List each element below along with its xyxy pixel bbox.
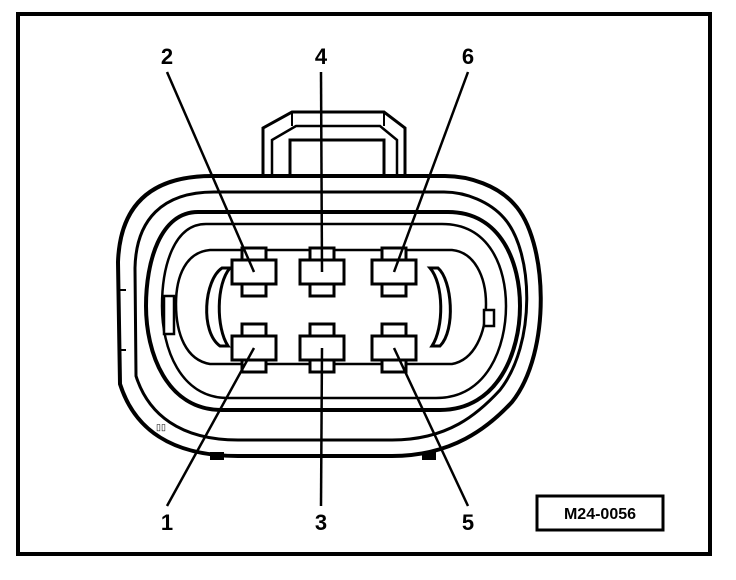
figure-code-box: M24-0056 bbox=[535, 494, 665, 532]
pin-label-1: 1 bbox=[161, 510, 173, 535]
figure-code: M24-0056 bbox=[564, 506, 636, 523]
leader-line-6 bbox=[392, 71, 470, 273]
svg-text:▯▯: ▯▯ bbox=[156, 422, 166, 432]
leader-line-5 bbox=[392, 347, 470, 507]
pin-label-5: 5 bbox=[462, 510, 474, 535]
pin-label-2: 2 bbox=[161, 44, 173, 69]
leader-line-1 bbox=[165, 347, 256, 507]
pin-label-6: 6 bbox=[462, 44, 474, 69]
pin-label-3: 3 bbox=[315, 510, 327, 535]
leader-lines bbox=[165, 71, 470, 507]
leader-line-2 bbox=[165, 71, 256, 273]
leader-line-4 bbox=[319, 71, 324, 273]
pin-label-4: 4 bbox=[315, 44, 328, 69]
leader-line-3 bbox=[319, 347, 324, 507]
